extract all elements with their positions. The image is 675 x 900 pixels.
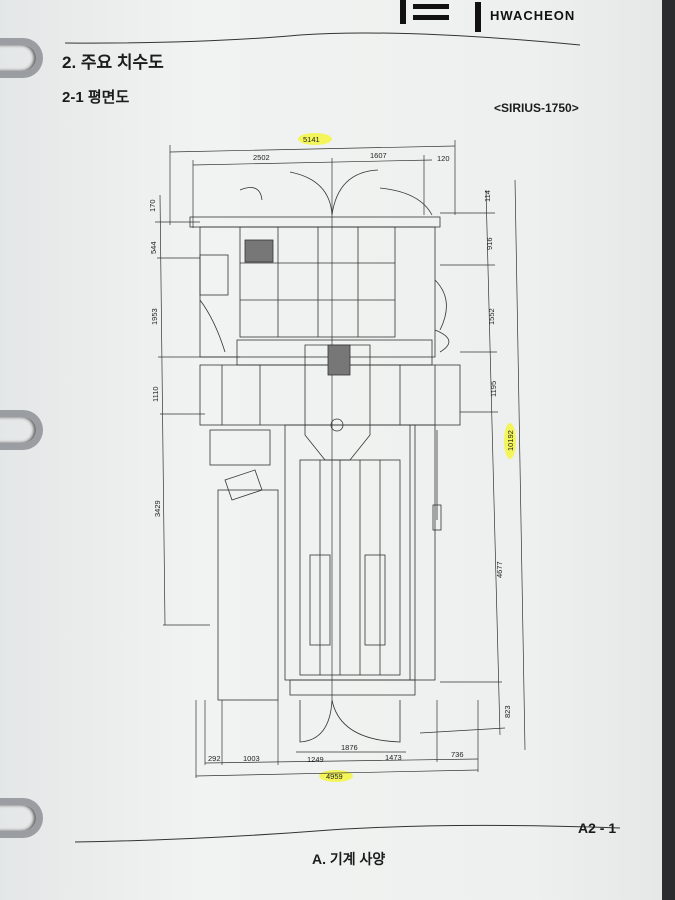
dim-left-2: 544 bbox=[149, 241, 158, 254]
model-label: <SIRIUS-1750> bbox=[494, 101, 579, 115]
dim-bottom-4: 1473 bbox=[385, 753, 402, 762]
dim-left-1: 170 bbox=[148, 199, 157, 212]
dim-right-4: 1195 bbox=[489, 381, 498, 397]
dim-left-3: 1953 bbox=[150, 308, 159, 325]
dim-right-6: 823 bbox=[503, 705, 512, 718]
dim-left-4: 1110 bbox=[151, 386, 160, 402]
machine-plan bbox=[189, 169, 461, 743]
dim-top-overall: 5141 bbox=[303, 135, 320, 144]
dim-bottom-doors: 1876 bbox=[341, 743, 358, 752]
brand-name: HWACHEON bbox=[490, 8, 576, 23]
dim-left-5: 3429 bbox=[153, 500, 162, 517]
hwacheon-logo-icon bbox=[400, 0, 481, 32]
dim-bottom-5: 736 bbox=[451, 750, 464, 759]
dim-right-5: 4677 bbox=[495, 561, 504, 578]
binder-ring-icon bbox=[0, 38, 43, 78]
header-divider bbox=[64, 32, 581, 46]
dim-bottom-overall: 4959 bbox=[326, 772, 343, 781]
footer-section: A. 기계 사양 bbox=[312, 851, 386, 867]
dim-right-1: 114 bbox=[483, 190, 492, 202]
dim-right-overall: 10192 bbox=[506, 430, 515, 451]
dim-bottom-2: 1003 bbox=[243, 754, 260, 763]
dim-right-3: 1552 bbox=[487, 308, 496, 325]
footer-divider bbox=[74, 824, 621, 843]
dim-top-right: 120 bbox=[437, 154, 450, 163]
binder-edge bbox=[662, 0, 675, 900]
dim-top-left: 2502 bbox=[253, 153, 270, 162]
dim-bottom-1: 292 bbox=[208, 754, 221, 763]
binder-ring-icon bbox=[0, 798, 43, 838]
page-number: A2 - 1 bbox=[578, 820, 617, 836]
section-title: 2. 주요 치수도 bbox=[62, 53, 164, 72]
binder-ring-icon bbox=[0, 410, 43, 450]
subsection-title: 2-1 평면도 bbox=[62, 89, 130, 106]
dim-bottom-3: 1249 bbox=[307, 755, 324, 764]
dim-top-middle: 1607 bbox=[370, 151, 387, 160]
dim-right-2: 916 bbox=[485, 237, 494, 250]
